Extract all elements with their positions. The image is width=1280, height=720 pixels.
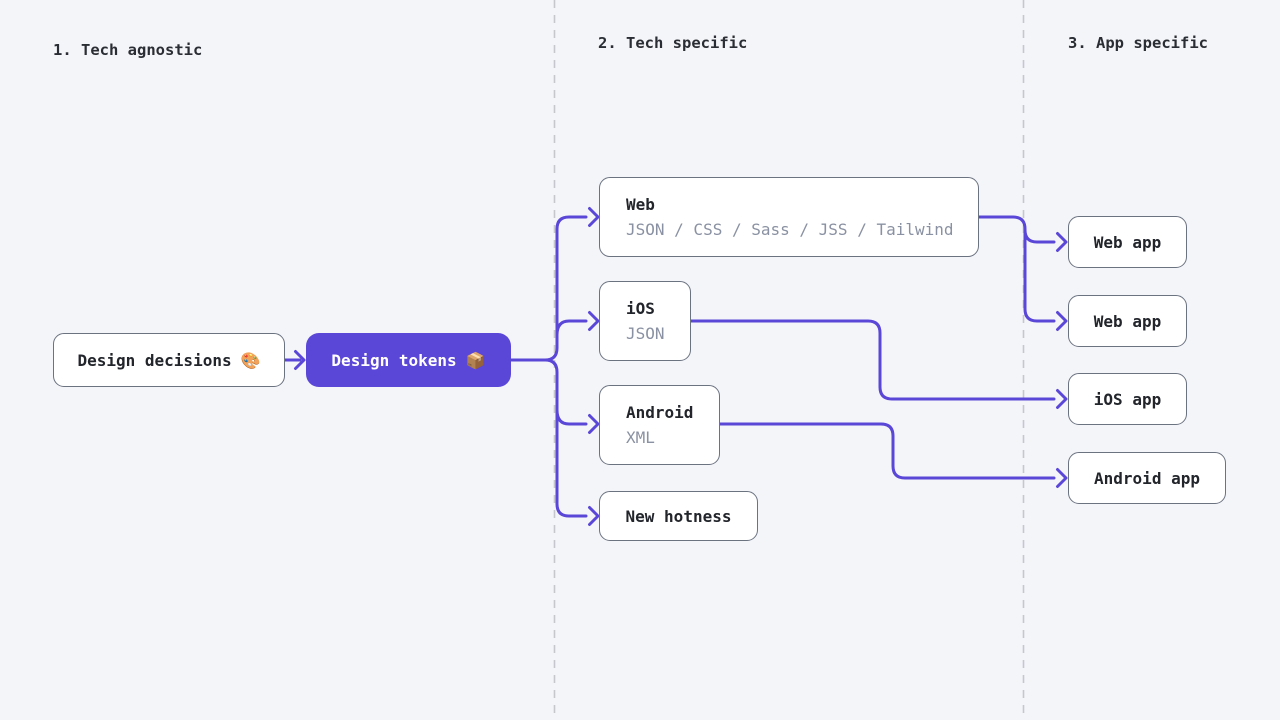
node-web-app-1-label: Web app [1093, 232, 1162, 252]
node-web-app-1: Web app [1068, 216, 1187, 268]
edge-tokens-new-hotness [543, 358, 600, 526]
node-web-app-2-label: Web app [1093, 311, 1162, 331]
edge-decisions-tokens [283, 350, 306, 370]
palette-icon: 🎨 [240, 350, 261, 370]
node-android-app-label: Android app [1094, 468, 1200, 488]
edge-android-androidapp [718, 422, 1068, 488]
package-icon: 📦 [465, 350, 486, 370]
node-ios-app-label: iOS app [1093, 389, 1162, 409]
node-web: Web JSON / CSS / Sass / JSS / Tailwind [599, 177, 979, 257]
node-web-title: Web [626, 195, 655, 214]
node-design-tokens-label: Design tokens [331, 350, 457, 370]
column-header-app-specific: 3. App specific [1068, 34, 1208, 52]
node-new-hotness-label: New hotness [625, 506, 732, 526]
node-design-decisions: Design decisions 🎨 [53, 333, 285, 387]
edge-ios-iosapp [689, 319, 1068, 409]
node-design-tokens: Design tokens 📦 [306, 333, 511, 387]
node-ios-subtitle: JSON [626, 324, 665, 343]
node-ios-title: iOS [626, 299, 655, 318]
node-ios: iOS JSON [599, 281, 691, 361]
node-web-subtitle: JSON / CSS / Sass / JSS / Tailwind [626, 220, 954, 239]
node-design-decisions-label: Design decisions [77, 350, 232, 370]
node-android: Android XML [599, 385, 720, 465]
node-ios-app: iOS app [1068, 373, 1187, 425]
node-android-subtitle: XML [626, 428, 655, 447]
column-header-tech-agnostic: 1. Tech agnostic [53, 41, 203, 59]
node-web-app-2: Web app [1068, 295, 1187, 347]
node-new-hotness: New hotness [599, 491, 758, 541]
node-android-title: Android [626, 403, 694, 422]
node-android-app: Android app [1068, 452, 1226, 504]
edge-web-webapp1 [1023, 228, 1068, 252]
edge-web-webapp2 [977, 215, 1068, 331]
edge-tokens-ios [555, 311, 600, 337]
column-header-tech-specific: 2. Tech specific [598, 34, 748, 52]
edge-tokens-android [555, 408, 600, 434]
